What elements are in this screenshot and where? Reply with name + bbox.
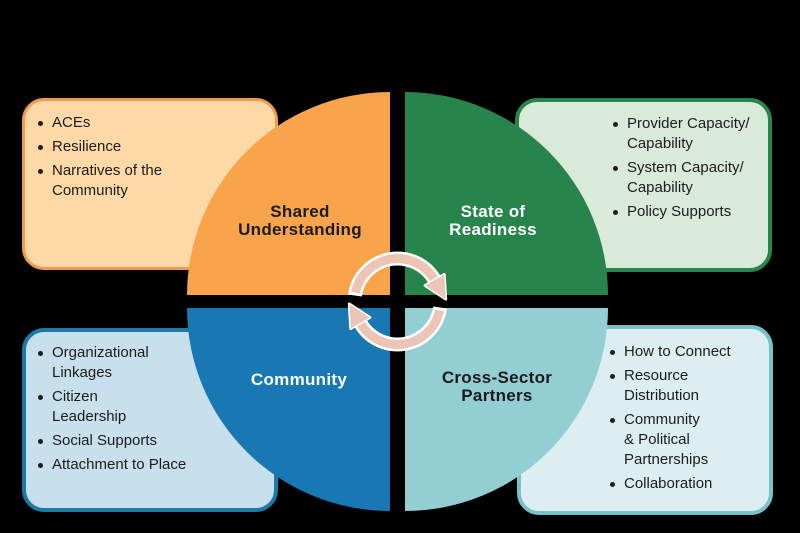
cycle-arrows-icon (347, 251, 448, 352)
cycle-arrow-top (350, 254, 448, 301)
list-item-label: Citizen Leadership (52, 388, 127, 425)
list-item: Narratives of the Community (38, 161, 263, 201)
list-item-label: System Capacity/ Capability (627, 159, 744, 196)
list-item-label: Resilience (52, 138, 122, 155)
list-item-label: Provider Capacity/ Capability (627, 115, 750, 152)
list-item: How to Connect (610, 342, 770, 362)
list-item: Social Supports (38, 431, 268, 451)
bullet-dot-icon (613, 165, 618, 171)
bullet-dot-icon (38, 144, 43, 150)
list-item-label: Social Supports (52, 432, 158, 449)
list-item-label: ACEs (52, 114, 91, 131)
cross-sector-partners-list: How to Connect Resource Distribution Com… (610, 342, 770, 498)
bullet-dot-icon (38, 438, 43, 444)
list-item-label: Community & Political Partnerships (624, 411, 709, 468)
bullet-dot-icon (38, 462, 43, 468)
state-of-readiness-box: Provider Capacity/ Capability System Cap… (515, 98, 772, 272)
community-box: Organizational Linkages Citizen Leadersh… (22, 328, 278, 512)
list-item: Citizen Leadership (38, 387, 268, 427)
bullet-dot-icon (610, 349, 615, 355)
shared-understanding-box: ACEs Resilience Narratives of the Commun… (22, 98, 278, 270)
list-item: Resource Distribution (610, 366, 770, 406)
bullet-dot-icon (38, 168, 43, 174)
cycle-arrow-top-outline (347, 251, 441, 297)
cycle-arrow-bottom (347, 302, 445, 349)
quadrant-label-cross-sector-partners: Cross-Sector Partners (441, 368, 553, 405)
list-item: Community & Political Partnerships (610, 410, 770, 470)
list-item: System Capacity/ Capability (613, 158, 768, 198)
list-item: ACEs (38, 113, 263, 133)
community-list: Organizational Linkages Citizen Leadersh… (38, 343, 268, 479)
quadrant-label-state-of-readiness: State of Readiness (449, 202, 537, 239)
cross-sector-partners-box: How to Connect Resource Distribution Com… (517, 325, 773, 515)
list-item: Attachment to Place (38, 455, 268, 475)
bullet-dot-icon (38, 394, 43, 400)
shared-understanding-list: ACEs Resilience Narratives of the Commun… (38, 113, 263, 205)
cycle-arrow-bottom-outline (354, 306, 448, 352)
bullet-dot-icon (610, 417, 615, 423)
list-item-label: Attachment to Place (52, 456, 187, 473)
bullet-dot-icon (38, 350, 43, 356)
bullet-dot-icon (610, 481, 615, 487)
bullet-dot-icon (610, 373, 615, 379)
list-item-label: Organizational Linkages (52, 344, 149, 381)
list-item: Collaboration (610, 474, 770, 494)
list-item: Provider Capacity/ Capability (613, 114, 768, 154)
list-item: Policy Supports (613, 202, 768, 222)
bullet-dot-icon (38, 120, 43, 126)
list-item: Resilience (38, 137, 263, 157)
list-item-label: Resource Distribution (624, 367, 700, 404)
bullet-dot-icon (613, 121, 618, 127)
list-item-label: How to Connect (624, 343, 731, 360)
bullet-dot-icon (613, 209, 618, 215)
list-item: Organizational Linkages (38, 343, 268, 383)
state-of-readiness-list: Provider Capacity/ Capability System Cap… (613, 114, 768, 226)
list-item-label: Policy Supports (627, 203, 732, 220)
list-item-label: Collaboration (624, 475, 713, 492)
list-item-label: Narratives of the Community (52, 162, 163, 199)
